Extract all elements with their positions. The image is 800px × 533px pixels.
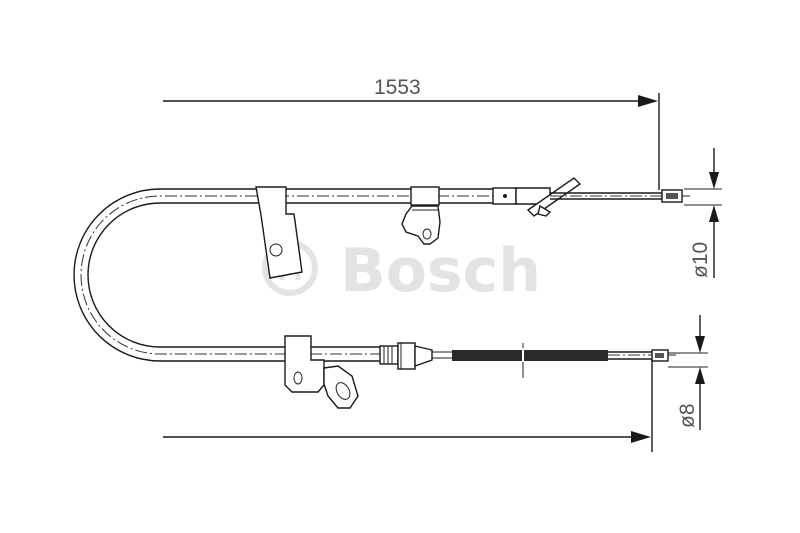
bottom-end-fitting <box>379 342 676 378</box>
watermark-brand-text: Bosch <box>340 236 541 306</box>
length-dimension: 1553 <box>163 76 660 190</box>
ribbed-boot <box>452 350 608 361</box>
diameter-bottom-label: ø8 <box>676 403 699 428</box>
bottom-length-dimension <box>163 360 653 452</box>
mounting-clip-top <box>401 186 441 245</box>
diameter-top-label: ø10 <box>689 242 712 278</box>
mounting-bracket-top-left <box>255 186 303 279</box>
diameter-dimension-top: ø10 <box>684 148 722 278</box>
mounting-bracket-bottom <box>284 335 359 409</box>
diameter-dimension-bottom: ø8 <box>668 315 708 430</box>
bosch-watermark: Bosch <box>262 236 541 306</box>
top-end-fitting <box>492 177 690 217</box>
length-label: 1553 <box>374 76 421 99</box>
